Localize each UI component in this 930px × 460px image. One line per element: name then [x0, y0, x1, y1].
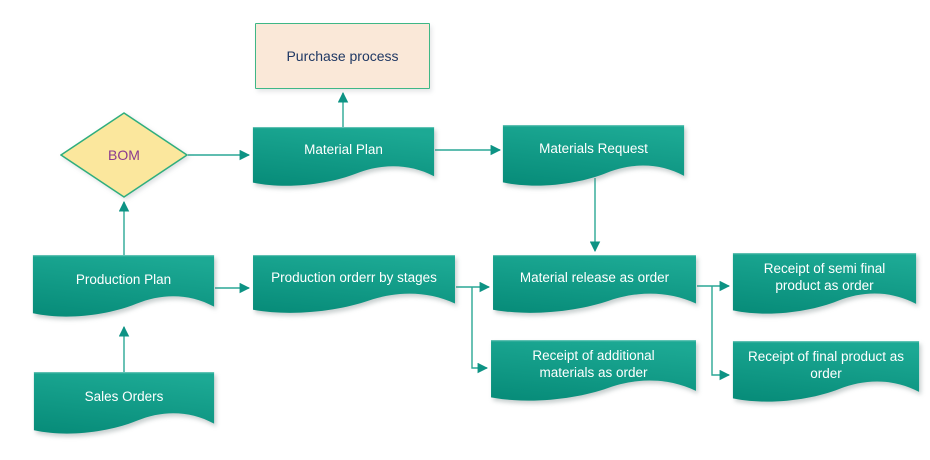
- node-purchase-process-label: Purchase process: [286, 48, 399, 64]
- node-bom: BOM: [60, 112, 188, 198]
- document-shape: [252, 127, 435, 186]
- node-receipt-final-product: Receipt of final product as order: [732, 341, 920, 405]
- node-material-release-as-order-label: Material release as order: [519, 269, 670, 285]
- node-materials-request-label: Materials Request: [539, 141, 648, 157]
- node-sales-orders-label: Sales Orders: [84, 388, 164, 404]
- node-material-release-as-order: Material release as order: [492, 255, 697, 316]
- node-receipt-semi-final-product-label: Receipt of semi final product as order: [763, 260, 886, 293]
- document-shape: [502, 125, 685, 186]
- diamond-shape: [60, 112, 188, 198]
- document-shape: [33, 372, 215, 434]
- node-production-order-by-stages: Production orderr by stages: [252, 255, 456, 316]
- node-production-plan-label: Production Plan: [75, 271, 172, 287]
- node-material-plan-label: Material Plan: [304, 142, 383, 158]
- document-shape: [732, 341, 920, 402]
- node-receipt-additional-materials: Receipt of additional materials as order: [490, 340, 697, 404]
- node-bom-label: BOM: [108, 147, 140, 163]
- document-shape: [732, 253, 917, 314]
- node-sales-orders: Sales Orders: [33, 372, 215, 437]
- node-receipt-additional-materials-label: Receipt of additional materials as order: [532, 347, 655, 380]
- node-receipt-final-product-label: Receipt of final product as order: [747, 348, 905, 381]
- node-production-plan: Production Plan: [32, 255, 215, 320]
- node-purchase-process: Purchase process: [255, 23, 430, 89]
- connector-material-release-to-receipt-final: [711, 286, 731, 381]
- node-materials-request: Materials Request: [502, 125, 685, 189]
- document-shape: [491, 340, 696, 401]
- document-shape: [32, 255, 215, 317]
- node-material-plan: Material Plan: [252, 127, 435, 189]
- document-shape: [253, 255, 455, 313]
- document-shape: [493, 255, 696, 313]
- node-production-order-by-stages-label: Production orderr by stages: [271, 269, 437, 285]
- connector-production-order-to-receipt-additional: [471, 287, 489, 374]
- node-receipt-semi-final-product: Receipt of semi final product as order: [732, 253, 917, 317]
